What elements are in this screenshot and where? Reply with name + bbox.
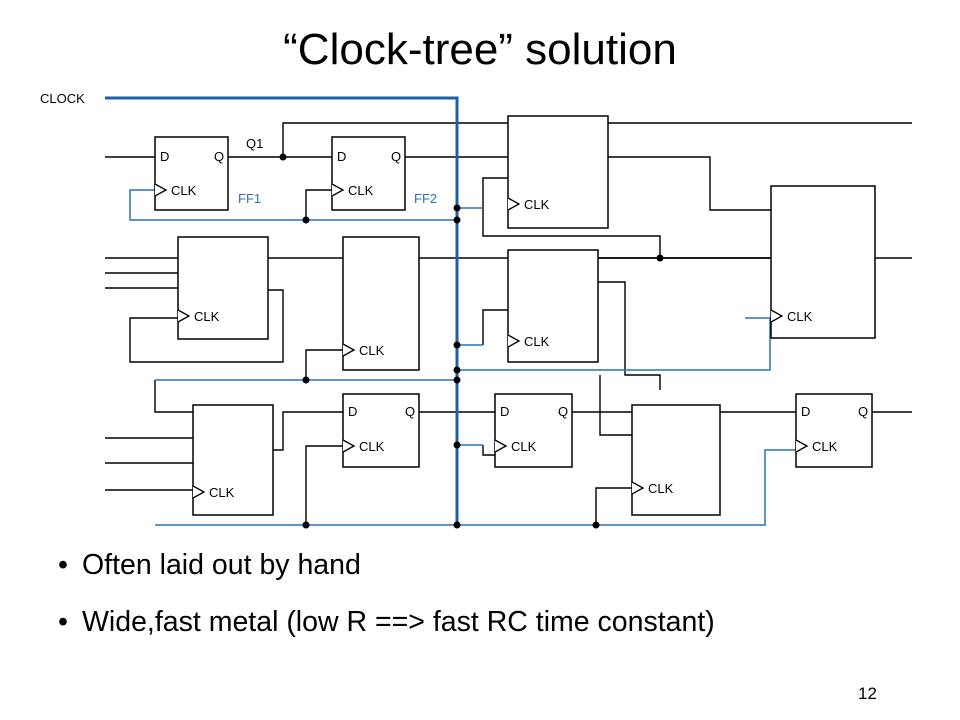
flip-flop-ff2 (331, 136, 406, 211)
logic-block-mid-2 (342, 236, 420, 371)
ff1-clk-pin: CLK (171, 183, 197, 198)
clk-pin: CLK (194, 309, 220, 324)
logic-block-top (507, 115, 609, 229)
clk-pin: CLK (359, 439, 385, 454)
ff1-q-pin: Q (214, 149, 224, 164)
slide-title: “Clock-tree” solution (283, 25, 677, 74)
ff2-label: FF2 (414, 191, 437, 206)
blocks (154, 115, 876, 516)
clk-pin: CLK (648, 481, 674, 496)
ff1-label: FF1 (238, 191, 261, 206)
bullet-item: • Often laid out by hand (58, 548, 715, 582)
d-pin: D (801, 404, 810, 419)
clk-pin: CLK (511, 439, 537, 454)
ff2-clk-pin: CLK (348, 183, 374, 198)
clk-pin: CLK (209, 485, 235, 500)
logic-block-mid-3 (507, 249, 599, 363)
clk-pin: CLK (787, 309, 813, 324)
flip-flop-bottom-3 (795, 393, 873, 468)
junction-dots (279, 153, 664, 529)
d-pin: D (500, 404, 509, 419)
q-pin: Q (558, 404, 568, 419)
flip-flop-ff1 (154, 136, 229, 211)
logic-block-bottom-2 (631, 404, 721, 516)
logic-block-bottom-1 (192, 404, 274, 516)
bullet-item: • Wide,fast metal (low R ==> fast RC time… (58, 605, 715, 639)
logic-block-mid-1 (177, 236, 269, 340)
bullet-symbol: • (58, 549, 68, 581)
data-wires (105, 122, 912, 525)
bullet-symbol: • (58, 606, 68, 638)
clk-pin: CLK (524, 334, 550, 349)
bullet-text: Often laid out by hand (82, 549, 361, 581)
diagram-labels: CLOCK Q1 FF1 FF2 D Q CLK D Q CLK CLK CLK… (40, 91, 868, 500)
clock-label: CLOCK (40, 91, 85, 106)
clk-pin: CLK (812, 439, 838, 454)
clk-pin: CLK (524, 197, 550, 212)
q1-label: Q1 (246, 136, 263, 151)
clock-triangles (154, 183, 809, 499)
clk-pin: CLK (359, 343, 385, 358)
q-pin: Q (858, 404, 868, 419)
page-number: 12 (858, 684, 877, 703)
flip-flop-bottom-2 (494, 393, 573, 468)
ff2-q-pin: Q (391, 149, 401, 164)
flip-flop-bottom-1 (342, 393, 420, 468)
logic-block-right (770, 185, 876, 339)
ff1-d-pin: D (160, 149, 169, 164)
q-pin: Q (405, 404, 415, 419)
clock-tree-circuit-diagram: CLOCK Q1 FF1 FF2 D Q CLK D Q CLK CLK CLK… (40, 91, 912, 529)
bullet-text: Wide,fast metal (low R ==> fast RC time … (82, 606, 715, 638)
d-pin: D (348, 404, 357, 419)
clock-trunk (105, 96, 459, 528)
ff2-d-pin: D (337, 149, 346, 164)
bullet-list: • Often laid out by hand • Wide,fast metal… (58, 548, 715, 662)
